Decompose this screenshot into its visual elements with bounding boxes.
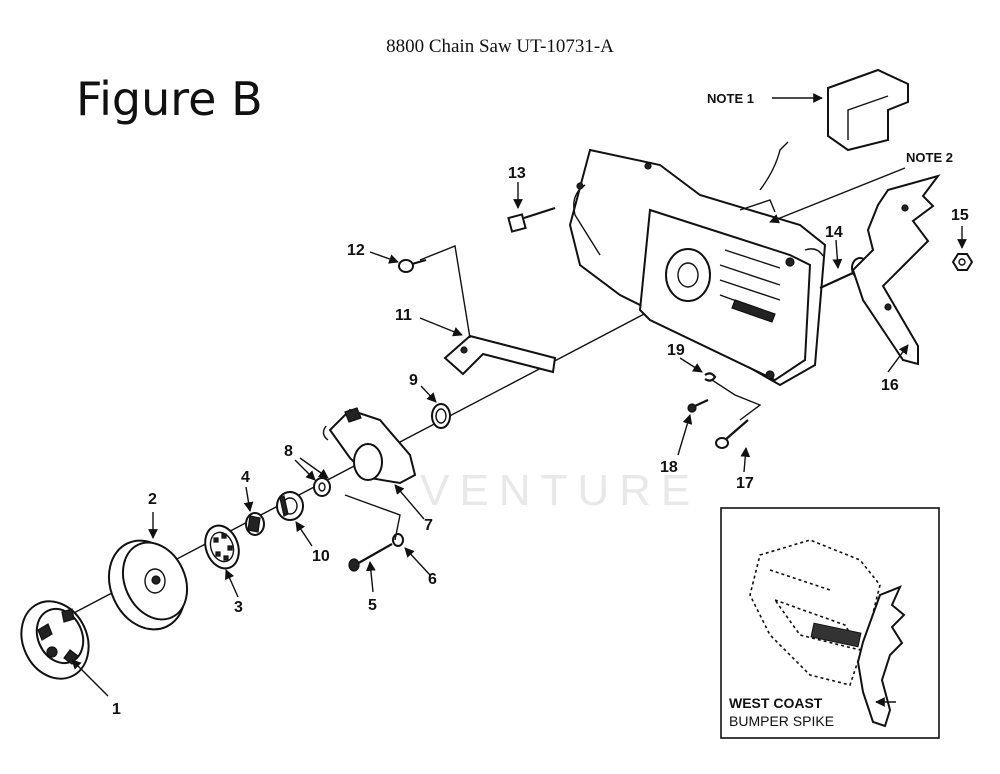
document-title: 8800 Chain Saw UT-10731-A bbox=[386, 36, 614, 57]
leader-5 bbox=[366, 561, 376, 593]
leader-6 bbox=[404, 547, 431, 576]
callout-8: 8 bbox=[284, 443, 293, 460]
callout-10: 10 bbox=[312, 548, 330, 565]
callout-15: 15 bbox=[951, 207, 969, 224]
part-8-washers bbox=[313, 477, 331, 497]
leader-5-6-guide bbox=[344, 494, 401, 541]
note-2-label: NOTE 2 bbox=[906, 150, 953, 165]
watermark-text: VENTURE bbox=[420, 466, 700, 515]
part-9-seal bbox=[431, 403, 451, 429]
part-11-bracket bbox=[443, 334, 557, 376]
callout-7: 7 bbox=[424, 517, 433, 534]
leader-9 bbox=[420, 385, 437, 403]
callout-6: 6 bbox=[428, 571, 437, 588]
leader-3 bbox=[225, 569, 239, 598]
part-19-spring bbox=[704, 372, 717, 382]
leader-8a bbox=[294, 459, 316, 481]
callout-14: 14 bbox=[825, 224, 843, 241]
callout-12: 12 bbox=[347, 242, 365, 259]
leader-8b bbox=[299, 457, 329, 479]
part-17-bolt bbox=[715, 419, 749, 449]
leader-7 bbox=[394, 484, 425, 520]
part-2-clutch-drum bbox=[108, 539, 189, 631]
part-3-sprocket bbox=[204, 524, 240, 570]
crankcase-housing bbox=[568, 141, 827, 387]
part-18-screw bbox=[687, 399, 709, 413]
part-16-bumper-spike bbox=[851, 174, 941, 366]
part-1-clutch bbox=[20, 600, 90, 680]
leader-17 bbox=[740, 447, 751, 473]
note-1-part bbox=[827, 68, 909, 152]
callout-18: 18 bbox=[660, 459, 678, 476]
inset-title-line-1: WEST COAST bbox=[729, 695, 823, 711]
part-12-screw bbox=[398, 258, 427, 273]
leader-12-guide bbox=[419, 245, 471, 339]
part-10-bearing bbox=[276, 491, 304, 521]
inset-title-line-2: BUMPER SPIKE bbox=[729, 713, 834, 729]
callout-3: 3 bbox=[234, 599, 243, 616]
callout-11: 11 bbox=[395, 307, 412, 324]
part-7-oil-pump-housing bbox=[322, 407, 417, 485]
part-4-needle-bearing bbox=[245, 512, 265, 536]
part-6-washer bbox=[392, 533, 404, 547]
leader-11 bbox=[419, 317, 463, 337]
note-1-label: NOTE 1 bbox=[707, 91, 754, 106]
leader-14 bbox=[832, 239, 843, 269]
callout-1: 1 bbox=[112, 701, 121, 718]
leader-4 bbox=[243, 486, 254, 512]
figure-label: Figure B bbox=[76, 72, 263, 126]
callout-16: 16 bbox=[881, 377, 899, 394]
leader-19 bbox=[679, 357, 703, 373]
leader-18 bbox=[677, 414, 693, 456]
callout-4: 4 bbox=[241, 469, 250, 486]
part-13-bolt bbox=[507, 206, 556, 233]
leader-12 bbox=[369, 251, 399, 264]
callout-5: 5 bbox=[368, 597, 377, 614]
leader-note-2 bbox=[769, 167, 906, 224]
callout-19: 19 bbox=[667, 342, 685, 359]
callout-2: 2 bbox=[148, 491, 157, 508]
leader-16 bbox=[887, 344, 909, 373]
part-5-screw bbox=[348, 543, 393, 572]
inset-west-coast-bumper-spike: WEST COAST BUMPER SPIKE bbox=[720, 507, 940, 739]
callout-9: 9 bbox=[409, 372, 418, 389]
leader-17-19-guide bbox=[711, 379, 762, 421]
callout-13: 13 bbox=[508, 165, 526, 182]
callout-17: 17 bbox=[736, 475, 754, 492]
leader-10 bbox=[295, 521, 313, 547]
leader-1 bbox=[71, 659, 109, 697]
part-15-nut bbox=[951, 253, 974, 271]
